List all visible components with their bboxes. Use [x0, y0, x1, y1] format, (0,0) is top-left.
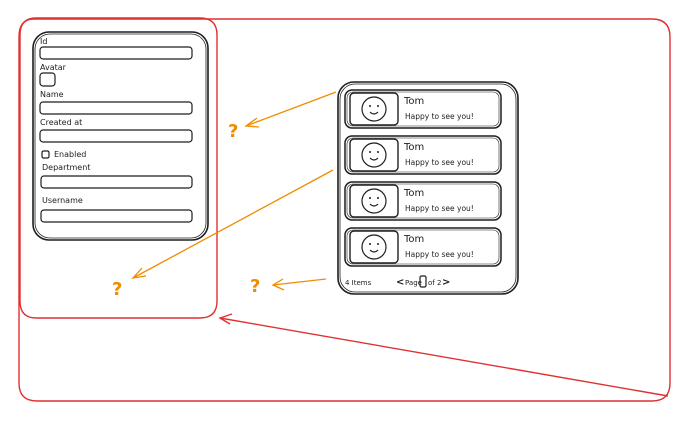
field-label-created-at: Created at	[40, 118, 82, 127]
page-total-label: of 2	[428, 279, 441, 287]
orange-arrow-2	[131, 169, 334, 279]
prev-page-icon[interactable]: <	[396, 277, 404, 288]
avatar-frame	[349, 92, 399, 126]
list-item-message: Happy to see you!	[405, 204, 474, 213]
list-item-message: Happy to see you!	[405, 250, 474, 259]
field-label-id: Id	[40, 37, 47, 46]
smiley-face-icon	[361, 188, 387, 214]
enabled-checkbox[interactable]	[41, 150, 50, 159]
avatar-image-box[interactable]	[39, 72, 56, 87]
smiley-face-icon	[361, 234, 387, 260]
field-label-department: Department	[42, 163, 90, 172]
orange-arrow-3	[271, 278, 327, 291]
next-page-icon[interactable]: >	[442, 277, 450, 288]
username-input[interactable]	[40, 209, 193, 223]
question-mark-3: ?	[250, 276, 260, 297]
page-label: Page	[405, 279, 422, 287]
list-panel	[337, 81, 519, 295]
created-at-input[interactable]	[39, 129, 193, 143]
red-arrow	[218, 313, 669, 397]
question-mark-2: ?	[112, 279, 122, 300]
smiley-face-icon	[361, 96, 387, 122]
department-input[interactable]	[40, 175, 193, 189]
smiley-face-icon	[361, 142, 387, 168]
left-frame	[19, 17, 218, 319]
list-item-message: Happy to see you!	[405, 112, 474, 121]
form-panel	[32, 31, 209, 241]
list-item-name: Tom	[403, 96, 424, 107]
list-item-name: Tom	[403, 234, 424, 245]
question-mark-1: ?	[228, 121, 238, 142]
avatar-frame	[349, 138, 399, 172]
field-label-avatar: Avatar	[40, 63, 67, 72]
id-input[interactable]	[39, 46, 193, 60]
field-label-username: Username	[42, 196, 83, 205]
avatar-frame	[349, 184, 399, 218]
avatar-frame	[349, 230, 399, 264]
field-label-name: Name	[40, 90, 64, 99]
list-item-message: Happy to see you!	[405, 158, 474, 167]
page-number-input[interactable]	[419, 275, 427, 288]
name-input[interactable]	[39, 101, 193, 115]
list-item-name: Tom	[403, 188, 424, 199]
list-item-name: Tom	[403, 142, 424, 153]
items-count: 4 Items	[345, 279, 372, 287]
field-label-enabled: Enabled	[54, 150, 86, 159]
orange-arrow-1	[244, 91, 337, 128]
